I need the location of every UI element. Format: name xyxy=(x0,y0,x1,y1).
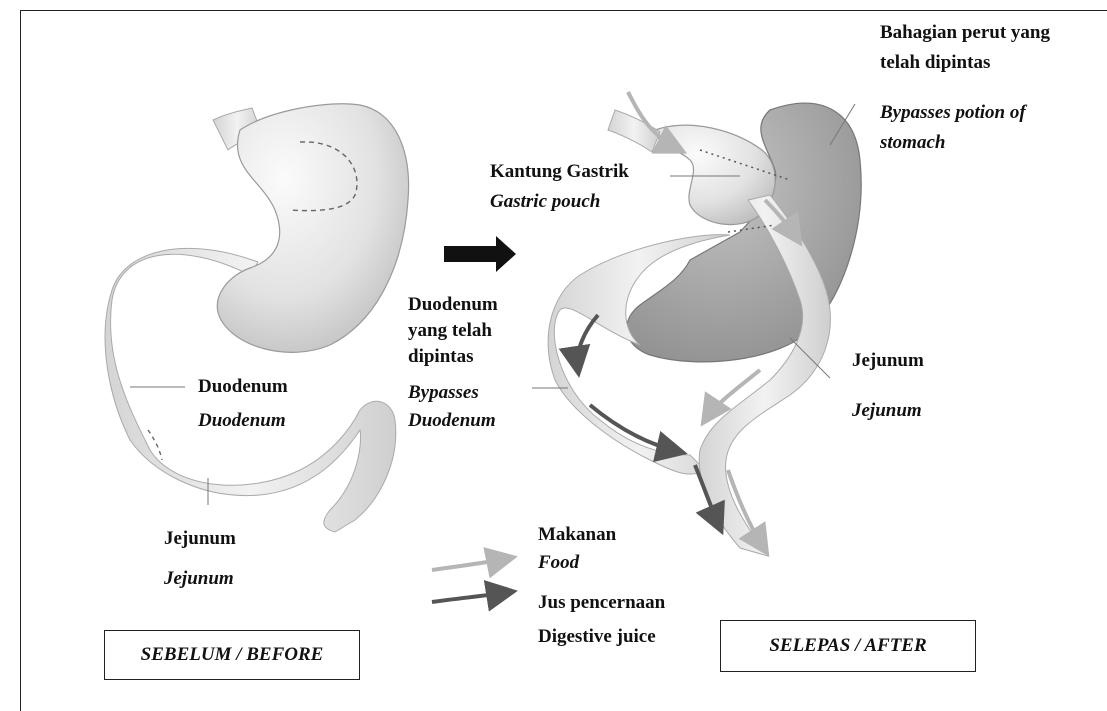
legend-juice-arrow xyxy=(432,592,510,602)
legend-food-label: Makanan xyxy=(538,522,616,548)
before-anatomy xyxy=(105,104,409,532)
bypassed-stomach-en-label-1: Bypasses potion of xyxy=(880,100,1026,126)
juice-flow-arrow xyxy=(577,315,598,370)
bypassed-duodenum-en-label-1: Bypasses xyxy=(408,380,479,406)
gastric-pouch-label: Kantung Gastrik xyxy=(490,159,629,185)
after-jejunum-en-label: Jejunum xyxy=(852,398,922,424)
legend-juice-en-label: Digestive juice xyxy=(538,624,656,650)
before-duodenum-en-label: Duodenum xyxy=(198,408,286,434)
bypassed-stomach-label-2: telah dipintas xyxy=(880,50,990,76)
legend-food-en-label: Food xyxy=(538,550,579,576)
legend-juice-label: Jus pencernaan xyxy=(538,590,665,616)
after-jejunum-label: Jejunum xyxy=(852,348,924,374)
before-duodenum-label: Duodenum xyxy=(198,374,288,400)
before-to-after-arrow xyxy=(444,236,516,272)
legend-food-arrow xyxy=(432,558,510,570)
bypassed-duodenum-label-3: dipintas xyxy=(408,344,473,370)
after-caption: SELEPAS / AFTER xyxy=(769,635,926,657)
bypassed-stomach-label-1: Bahagian perut yang xyxy=(880,20,1050,46)
bypassed-duodenum-en-label-2: Duodenum xyxy=(408,408,496,434)
before-stomach xyxy=(217,104,408,353)
before-jejunum-en-label: Jejunum xyxy=(164,566,234,592)
before-caption-box: SEBELUM / BEFORE xyxy=(104,630,360,680)
before-jejunum-label: Jejunum xyxy=(164,526,236,552)
bypassed-stomach-en-label-2: stomach xyxy=(880,130,945,156)
before-caption: SEBELUM / BEFORE xyxy=(141,644,324,666)
bypassed-duodenum-label-2: yang telah xyxy=(408,318,492,344)
bypassed-duodenum-label-1: Duodenum xyxy=(408,292,498,318)
gastric-pouch-en-label: Gastric pouch xyxy=(490,189,600,215)
after-caption-box: SELEPAS / AFTER xyxy=(720,620,976,672)
